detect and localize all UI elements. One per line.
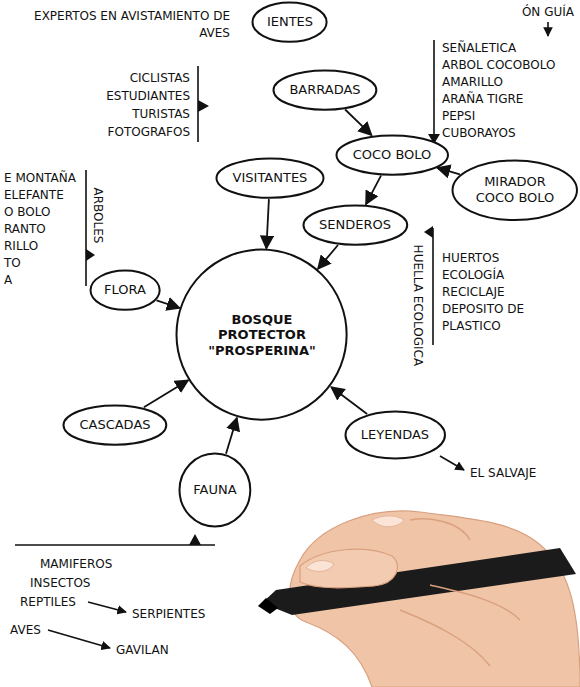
node-text-group: CASCADAS: [79, 417, 150, 433]
node-label: BOSQUE PROTECTOR "PROSPERINA": [187, 312, 337, 359]
list-label: DEPOSITO DE PLASTICO: [442, 301, 572, 335]
node-label: FLORA: [104, 282, 146, 298]
list-label: FOTOGRAFOS: [108, 124, 190, 141]
connector-arrow: [144, 380, 188, 407]
list-label: AVES: [10, 622, 41, 639]
topic-ellipse: CASCADAS: [62, 404, 168, 446]
list-label: REPTILES: [20, 594, 76, 611]
node-text-group: MIRADOR COCO BOLO: [470, 174, 560, 205]
connector-arrow: [318, 245, 338, 269]
list-label: RECICLAJE: [442, 284, 505, 301]
list-label: MAMIFEROS: [40, 556, 112, 573]
list-label: INSECTOS: [30, 575, 91, 592]
node-text-group: VISITANTES: [233, 170, 308, 186]
central-circle: BOSQUE PROTECTOR "PROSPERINA": [175, 248, 348, 421]
leader-arrow: [440, 456, 464, 470]
connector-arrow: [157, 300, 180, 308]
topic-ellipse: FLORA: [89, 269, 161, 311]
node-text-group: SENDEROS: [319, 217, 391, 233]
node-label: FAUNA: [193, 482, 236, 498]
list-label: TO: [4, 255, 21, 272]
list-label: ARBOLES: [90, 187, 107, 243]
topic-ellipse: BARRADAS: [272, 69, 378, 111]
list-label: SERPIENTES: [132, 606, 205, 623]
list-label: AMARILLO: [442, 74, 503, 91]
list-label: RANTO: [4, 221, 46, 238]
node-label: MIRADOR COCO BOLO: [470, 174, 560, 205]
list-label: ECOLOGÍA: [442, 267, 504, 284]
list-label: E MONTAÑA: [4, 170, 76, 187]
topic-ellipse: FAUNA: [178, 452, 252, 528]
node-text-group: LEYENDAS: [361, 427, 429, 443]
bracket-triangle: [86, 249, 95, 261]
connector-arrow: [345, 110, 372, 136]
bracket-triangle: [189, 534, 201, 545]
list-label: GAVILAN: [116, 642, 169, 659]
node-label: CASCADAS: [79, 417, 150, 433]
list-label: O BOLO: [4, 204, 50, 221]
node-label: VISITANTES: [233, 170, 308, 186]
leader-arrow: [48, 630, 110, 648]
list-label: HUERTOS: [442, 250, 499, 267]
bracket-line: [433, 40, 435, 136]
list-label: CUBORAYOS: [442, 125, 516, 142]
list-label: CICLISTAS: [130, 70, 190, 87]
list-label: HUELLA ECOLOGICA: [410, 244, 427, 366]
list-label: EXPERTOS EN AVISTAMIENTO DE AVES: [20, 8, 230, 42]
node-label: IENTES: [267, 14, 313, 30]
topic-ellipse: COCO BOLO: [335, 134, 449, 176]
list-label: TURISTAS: [132, 106, 190, 123]
node-text-group: FAUNA: [193, 482, 236, 498]
leader-arrow: [88, 602, 126, 612]
node-text-group: IENTES: [267, 14, 313, 30]
list-label: A: [4, 272, 12, 289]
leader-arrow: [547, 22, 549, 36]
topic-ellipse: SENDEROS: [302, 204, 409, 246]
node-label: LEYENDAS: [361, 427, 429, 443]
connector-arrow: [226, 418, 237, 454]
list-label: ELEFANTE: [4, 187, 64, 204]
topic-ellipse: IENTES: [251, 1, 328, 43]
topic-ellipse: MIRADOR COCO BOLO: [451, 159, 579, 222]
node-label: BARRADAS: [289, 82, 360, 98]
connector-arrow: [331, 387, 367, 414]
list-label: PEPSI: [442, 108, 475, 125]
topic-ellipse: LEYENDAS: [344, 410, 447, 460]
list-label: ÓN GUÍA: [522, 4, 574, 21]
node-text-group: FLORA: [104, 282, 146, 298]
connector-arrow: [437, 168, 460, 174]
list-label: RILLO: [4, 238, 38, 255]
node-label: COCO BOLO: [353, 147, 432, 163]
node-text-group: BARRADAS: [289, 82, 360, 98]
bracket-line: [85, 170, 87, 286]
topic-ellipse: VISITANTES: [215, 157, 325, 199]
list-label: SEÑALETICA: [442, 40, 516, 57]
node-text-group: BOSQUE PROTECTOR "PROSPERINA": [187, 312, 337, 359]
list-label: EL SALVAJE: [470, 465, 536, 482]
bracket-triangle: [198, 100, 209, 112]
node-label: SENDEROS: [319, 217, 391, 233]
bracket-line: [432, 228, 434, 345]
node-text-group: COCO BOLO: [353, 147, 432, 163]
connector-arrow: [266, 199, 269, 248]
hand-illustration: [258, 511, 580, 687]
list-label: ARBOL COCOBOLO: [442, 57, 555, 74]
list-label: ARAÑA TIGRE: [442, 91, 523, 108]
connector-arrow: [366, 176, 381, 205]
bracket-line: [15, 544, 215, 546]
list-label: ESTUDIANTES: [106, 88, 190, 105]
bracket-triangle: [424, 226, 433, 238]
